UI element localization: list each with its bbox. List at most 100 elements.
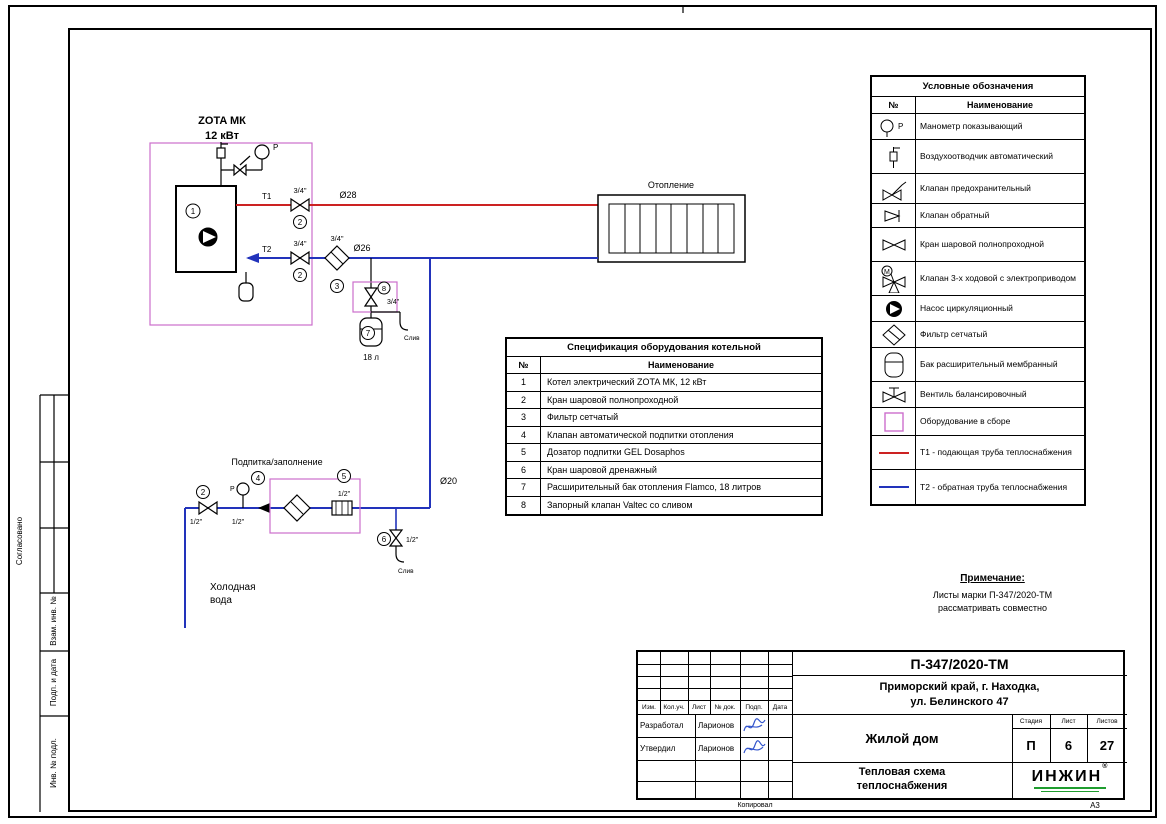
heating-label: Отопление [648, 180, 694, 190]
makeup-riser: Ø20 [429, 258, 457, 508]
pipe-t1: Т1 Ø28 [236, 190, 598, 206]
spec-cell-name: Фильтр сетчатый [547, 412, 619, 423]
legend-label: Воздухоотводчик автоматический [920, 151, 1053, 162]
assembly-icon [883, 411, 904, 432]
air-vent-icon [889, 146, 900, 168]
check-valve-icon [884, 209, 900, 222]
makeup-gauge-and-valve-4: P 4 [230, 471, 270, 513]
grid-line [695, 714, 696, 798]
spec-cell-num: 7 [507, 479, 541, 496]
col-header-dok: № док. [714, 703, 736, 711]
legend-label: Вентиль балансировочный [920, 389, 1027, 400]
signature-scribble [743, 717, 766, 731]
makeup-assembly-box [269, 478, 361, 534]
expansion-tank-icon [884, 352, 903, 377]
size-12-label: 1/2" [232, 519, 245, 526]
margin-label-podp-data: Подп. и дата [49, 658, 58, 707]
spec-cell-num: 2 [507, 391, 541, 408]
margin-label-approved: Согласовано [15, 516, 24, 566]
strainer-3: 3/4" 3 [324, 234, 350, 293]
grid-line [710, 652, 711, 714]
grid-line [638, 688, 792, 689]
margin-label-inv-podl: Инв. № подл. [49, 738, 58, 788]
grid-line [1012, 714, 1013, 798]
boiler-assembly-box [149, 142, 313, 326]
spec-cell-num: 4 [507, 426, 541, 443]
t1-line-icon [878, 451, 909, 454]
spec-cell-name: Кран шаровой полнопроходной [547, 394, 679, 405]
spec-cell-num: 5 [507, 444, 541, 461]
title-block: П-347/2020-ТМ Приморский край, г. Находк… [636, 650, 1127, 800]
t2-label: Т2 [262, 245, 272, 254]
note-line-1: Листы марки П-347/2020-ТМ [932, 589, 1053, 600]
t2-arrow [246, 253, 259, 263]
format-label: А3 [1090, 801, 1100, 810]
dosing-unit-5: 1/2" 5 [331, 469, 353, 516]
legend-table: Условные обозначения № Наименование P Ма… [870, 75, 1086, 506]
col-header-koluch: Кол.уч. [663, 703, 685, 711]
dn20-label: Ø20 [440, 476, 457, 486]
stage-value: П [1026, 737, 1036, 753]
spec-table-title: Спецификация оборудования котельной [507, 339, 821, 357]
callout-2: 2 [298, 271, 303, 280]
spec-cell-name: Дозатор подпитки GEL Dosaphos [547, 447, 685, 458]
spec-table: Спецификация оборудования котельной № На… [505, 337, 823, 516]
doc-number: П-347/2020-ТМ [910, 655, 1009, 672]
gauge-letter: P [230, 486, 235, 493]
callout-4: 4 [256, 474, 261, 483]
callout-3: 3 [335, 282, 340, 291]
spec-cell-name: Расширительный бак отопления Flamco, 18 … [547, 482, 762, 493]
makeup-line: Подпитка/заполнение 2 1/2" 1/2" P 4 [185, 457, 430, 575]
tank-assembly-box [352, 281, 398, 313]
drawing-frame [68, 28, 1152, 812]
callout-1: 1 [191, 207, 196, 216]
grid-line [688, 652, 689, 714]
table-row: 2 Кран шаровой полнопроходной [507, 391, 821, 409]
legend-header-name: Наименование [966, 99, 1034, 110]
list-item: Вентиль балансировочный [872, 382, 1084, 408]
grid-line [792, 652, 793, 798]
project-address: Приморский край, г. Находка, ул. Белинск… [792, 675, 1127, 714]
grid-line [1050, 714, 1051, 762]
company-logo: ИНЖИН® [1012, 762, 1127, 798]
list-item: P Манометр показывающий [872, 114, 1084, 140]
drawing-name-line-2: теплоснабжения [856, 780, 948, 792]
grid-line [638, 760, 792, 761]
grid-line [638, 700, 792, 701]
cold-water-label-2: вода [210, 595, 232, 606]
drawing-name: Тепловая схема теплоснабжения [792, 762, 1012, 798]
makeup-valve-2: 2 1/2" 1/2" [190, 485, 245, 526]
svg-text:M: M [884, 269, 890, 276]
spec-cell-num: 6 [507, 461, 541, 478]
shutoff-valve-8: 8 3/4" [363, 281, 400, 307]
grid-line [660, 652, 661, 714]
grid-line [638, 714, 1127, 715]
expansion-tank-branch: 8 3/4" Слив 7 18 л [352, 258, 420, 362]
list-item: Кран шаровой полнопроходной [872, 228, 1084, 262]
expansion-tank-symbol: 7 [359, 317, 383, 347]
copied-label: Копировал [737, 802, 773, 809]
boiler-model-label: ZOTA МК [198, 115, 246, 127]
legend-label: Фильтр сетчатый [920, 329, 988, 340]
legend-title: Условные обозначения [872, 77, 1084, 97]
cold-water-label-1: Холодная [210, 582, 256, 593]
grid-line [740, 652, 741, 798]
grid-line [792, 762, 1127, 763]
t2-line-icon [878, 486, 909, 488]
sheets-label: Листов [1096, 717, 1118, 725]
legend-label: Манометр показывающий [920, 121, 1023, 132]
signature-approver [741, 737, 767, 760]
note: Примечание: Листы марки П-347/2020-ТМ ра… [895, 572, 1090, 615]
gauge-letter: P [273, 143, 278, 152]
grid-line [638, 676, 792, 677]
manometer-icon: P [880, 119, 903, 137]
list-item: Т2 - обратная труба теплоснабжения [872, 470, 1084, 504]
air-vent-symbol [216, 142, 228, 159]
object-name: Жилой дом [865, 730, 939, 746]
callout-8: 8 [382, 284, 386, 293]
makeup-label: Подпитка/заполнение [231, 457, 322, 467]
